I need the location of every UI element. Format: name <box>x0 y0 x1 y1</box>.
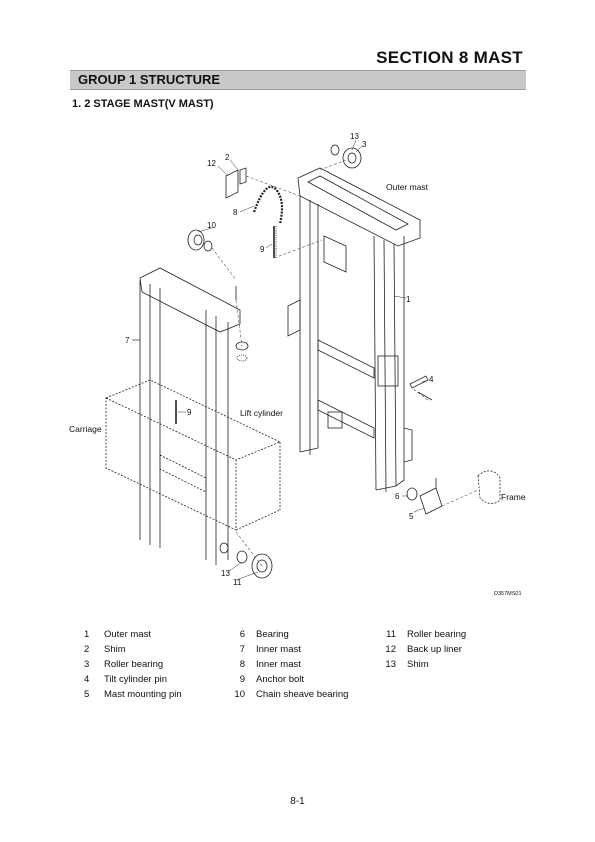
callout-8: 8 <box>233 208 238 217</box>
page-number: 8-1 <box>290 796 305 807</box>
callout-5: 5 <box>409 512 414 521</box>
inner-mast-drawing <box>132 267 241 565</box>
callout-12: 12 <box>207 159 216 168</box>
callout-1: 1 <box>406 295 411 304</box>
section-title: SECTION 8 MAST <box>376 48 523 67</box>
callout-11: 11 <box>233 578 242 587</box>
subsection-title: 1. 2 STAGE MAST(V MAST) <box>72 98 214 110</box>
outer-mast-drawing <box>287 167 421 493</box>
callout-7: 7 <box>125 336 130 345</box>
callout-9-lower: 9 <box>187 408 192 417</box>
callout-9-upper: 9 <box>260 245 265 254</box>
mast-exploded-diagram: Outer mast Lift cylinder Carriage Frame … <box>69 132 526 587</box>
label-carriage: Carriage <box>69 424 102 434</box>
callout-4: 4 <box>429 375 434 384</box>
callout-3: 3 <box>362 140 367 149</box>
callout-13-bottom: 13 <box>221 569 230 578</box>
label-lift-cylinder: Lift cylinder <box>240 408 283 418</box>
figure-code: D357MS01 <box>494 591 522 597</box>
label-frame: Frame <box>501 492 526 502</box>
group-header-bar: GROUP 1 STRUCTURE <box>70 70 526 90</box>
callout-13-top: 13 <box>350 132 359 141</box>
chain-drawing <box>252 185 284 225</box>
callout-6: 6 <box>395 492 400 501</box>
callout-10: 10 <box>207 221 216 230</box>
carriage-drawing <box>105 379 281 531</box>
label-outer-mast: Outer mast <box>386 182 429 192</box>
group-title: GROUP 1 STRUCTURE <box>78 72 221 87</box>
callout-2: 2 <box>225 153 230 162</box>
